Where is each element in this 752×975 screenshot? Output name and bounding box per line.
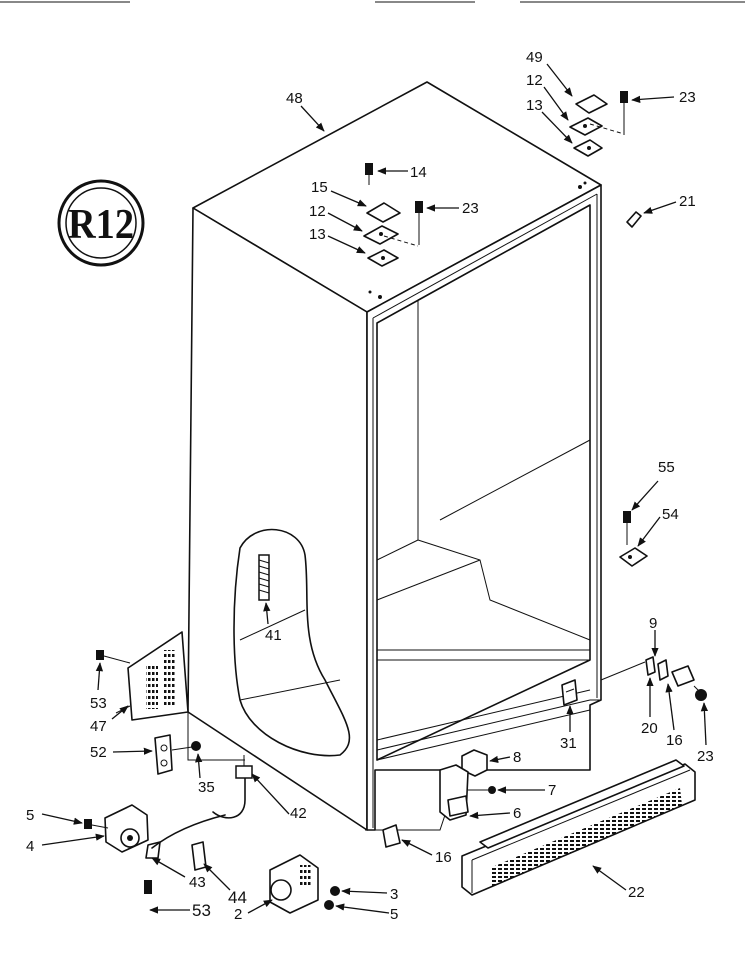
bracket-6-7 bbox=[439, 764, 496, 821]
label-16: 16 bbox=[435, 849, 452, 866]
label-14: 14 bbox=[410, 164, 427, 181]
top-right-hinge-stack bbox=[569, 91, 628, 157]
logo-text: R12 bbox=[68, 202, 134, 248]
label-5: 5 bbox=[26, 807, 34, 824]
label-23: 23 bbox=[679, 89, 696, 106]
label-15: 15 bbox=[311, 179, 328, 196]
leader-lines bbox=[41, 63, 709, 914]
label-23: 23 bbox=[697, 748, 714, 765]
callout-labels: 48 49 12 13 23 14 15 12 13 23 21 55 54 4… bbox=[26, 49, 714, 923]
label-3: 3 bbox=[390, 886, 398, 903]
label-12: 12 bbox=[309, 203, 326, 220]
label-31: 31 bbox=[560, 735, 577, 752]
label-54: 54 bbox=[662, 506, 679, 523]
refrigerator-cabinet bbox=[187, 81, 602, 831]
tubing-parts bbox=[151, 814, 226, 871]
right-bracket-parts bbox=[600, 656, 707, 701]
label-16: 16 bbox=[666, 732, 683, 749]
label-20: 20 bbox=[641, 720, 658, 737]
label-55: 55 bbox=[658, 459, 675, 476]
label-47: 47 bbox=[90, 718, 107, 735]
bracket-16-lower bbox=[382, 824, 401, 848]
label-7: 7 bbox=[548, 782, 556, 799]
base-grille bbox=[461, 759, 696, 896]
clip-part bbox=[626, 211, 642, 228]
label-42: 42 bbox=[290, 805, 307, 822]
label-13: 13 bbox=[309, 226, 326, 243]
rear-panel bbox=[96, 631, 189, 721]
label-23: 23 bbox=[462, 200, 479, 217]
label-53: 53 bbox=[192, 901, 211, 920]
r12-logo: R12 bbox=[57, 179, 145, 267]
label-6: 6 bbox=[513, 805, 521, 822]
label-8: 8 bbox=[513, 749, 521, 766]
hinge-52-35 bbox=[154, 734, 201, 775]
condenser-coil bbox=[258, 554, 270, 601]
roller-assembly-left bbox=[84, 804, 161, 894]
label-9: 9 bbox=[649, 615, 657, 632]
bracket-54-55 bbox=[619, 511, 648, 567]
label-21: 21 bbox=[679, 193, 696, 210]
label-12: 12 bbox=[526, 72, 543, 89]
roller-assembly-right bbox=[269, 854, 340, 914]
label-44: 44 bbox=[228, 888, 247, 907]
label-43: 43 bbox=[189, 874, 206, 891]
label-13: 13 bbox=[526, 97, 543, 114]
label-2: 2 bbox=[234, 906, 242, 923]
label-49: 49 bbox=[526, 49, 543, 66]
label-48: 48 bbox=[286, 90, 303, 107]
label-4: 4 bbox=[26, 838, 34, 855]
label-52: 52 bbox=[90, 744, 107, 761]
label-53: 53 bbox=[90, 695, 107, 712]
grille-vents bbox=[490, 788, 682, 887]
label-41: 41 bbox=[265, 627, 282, 644]
label-5: 5 bbox=[390, 906, 398, 923]
top-left-hinge-stack bbox=[363, 163, 423, 267]
drain-tube bbox=[212, 755, 253, 819]
label-22: 22 bbox=[628, 884, 645, 901]
label-35: 35 bbox=[198, 779, 215, 796]
switch-part bbox=[561, 679, 578, 706]
